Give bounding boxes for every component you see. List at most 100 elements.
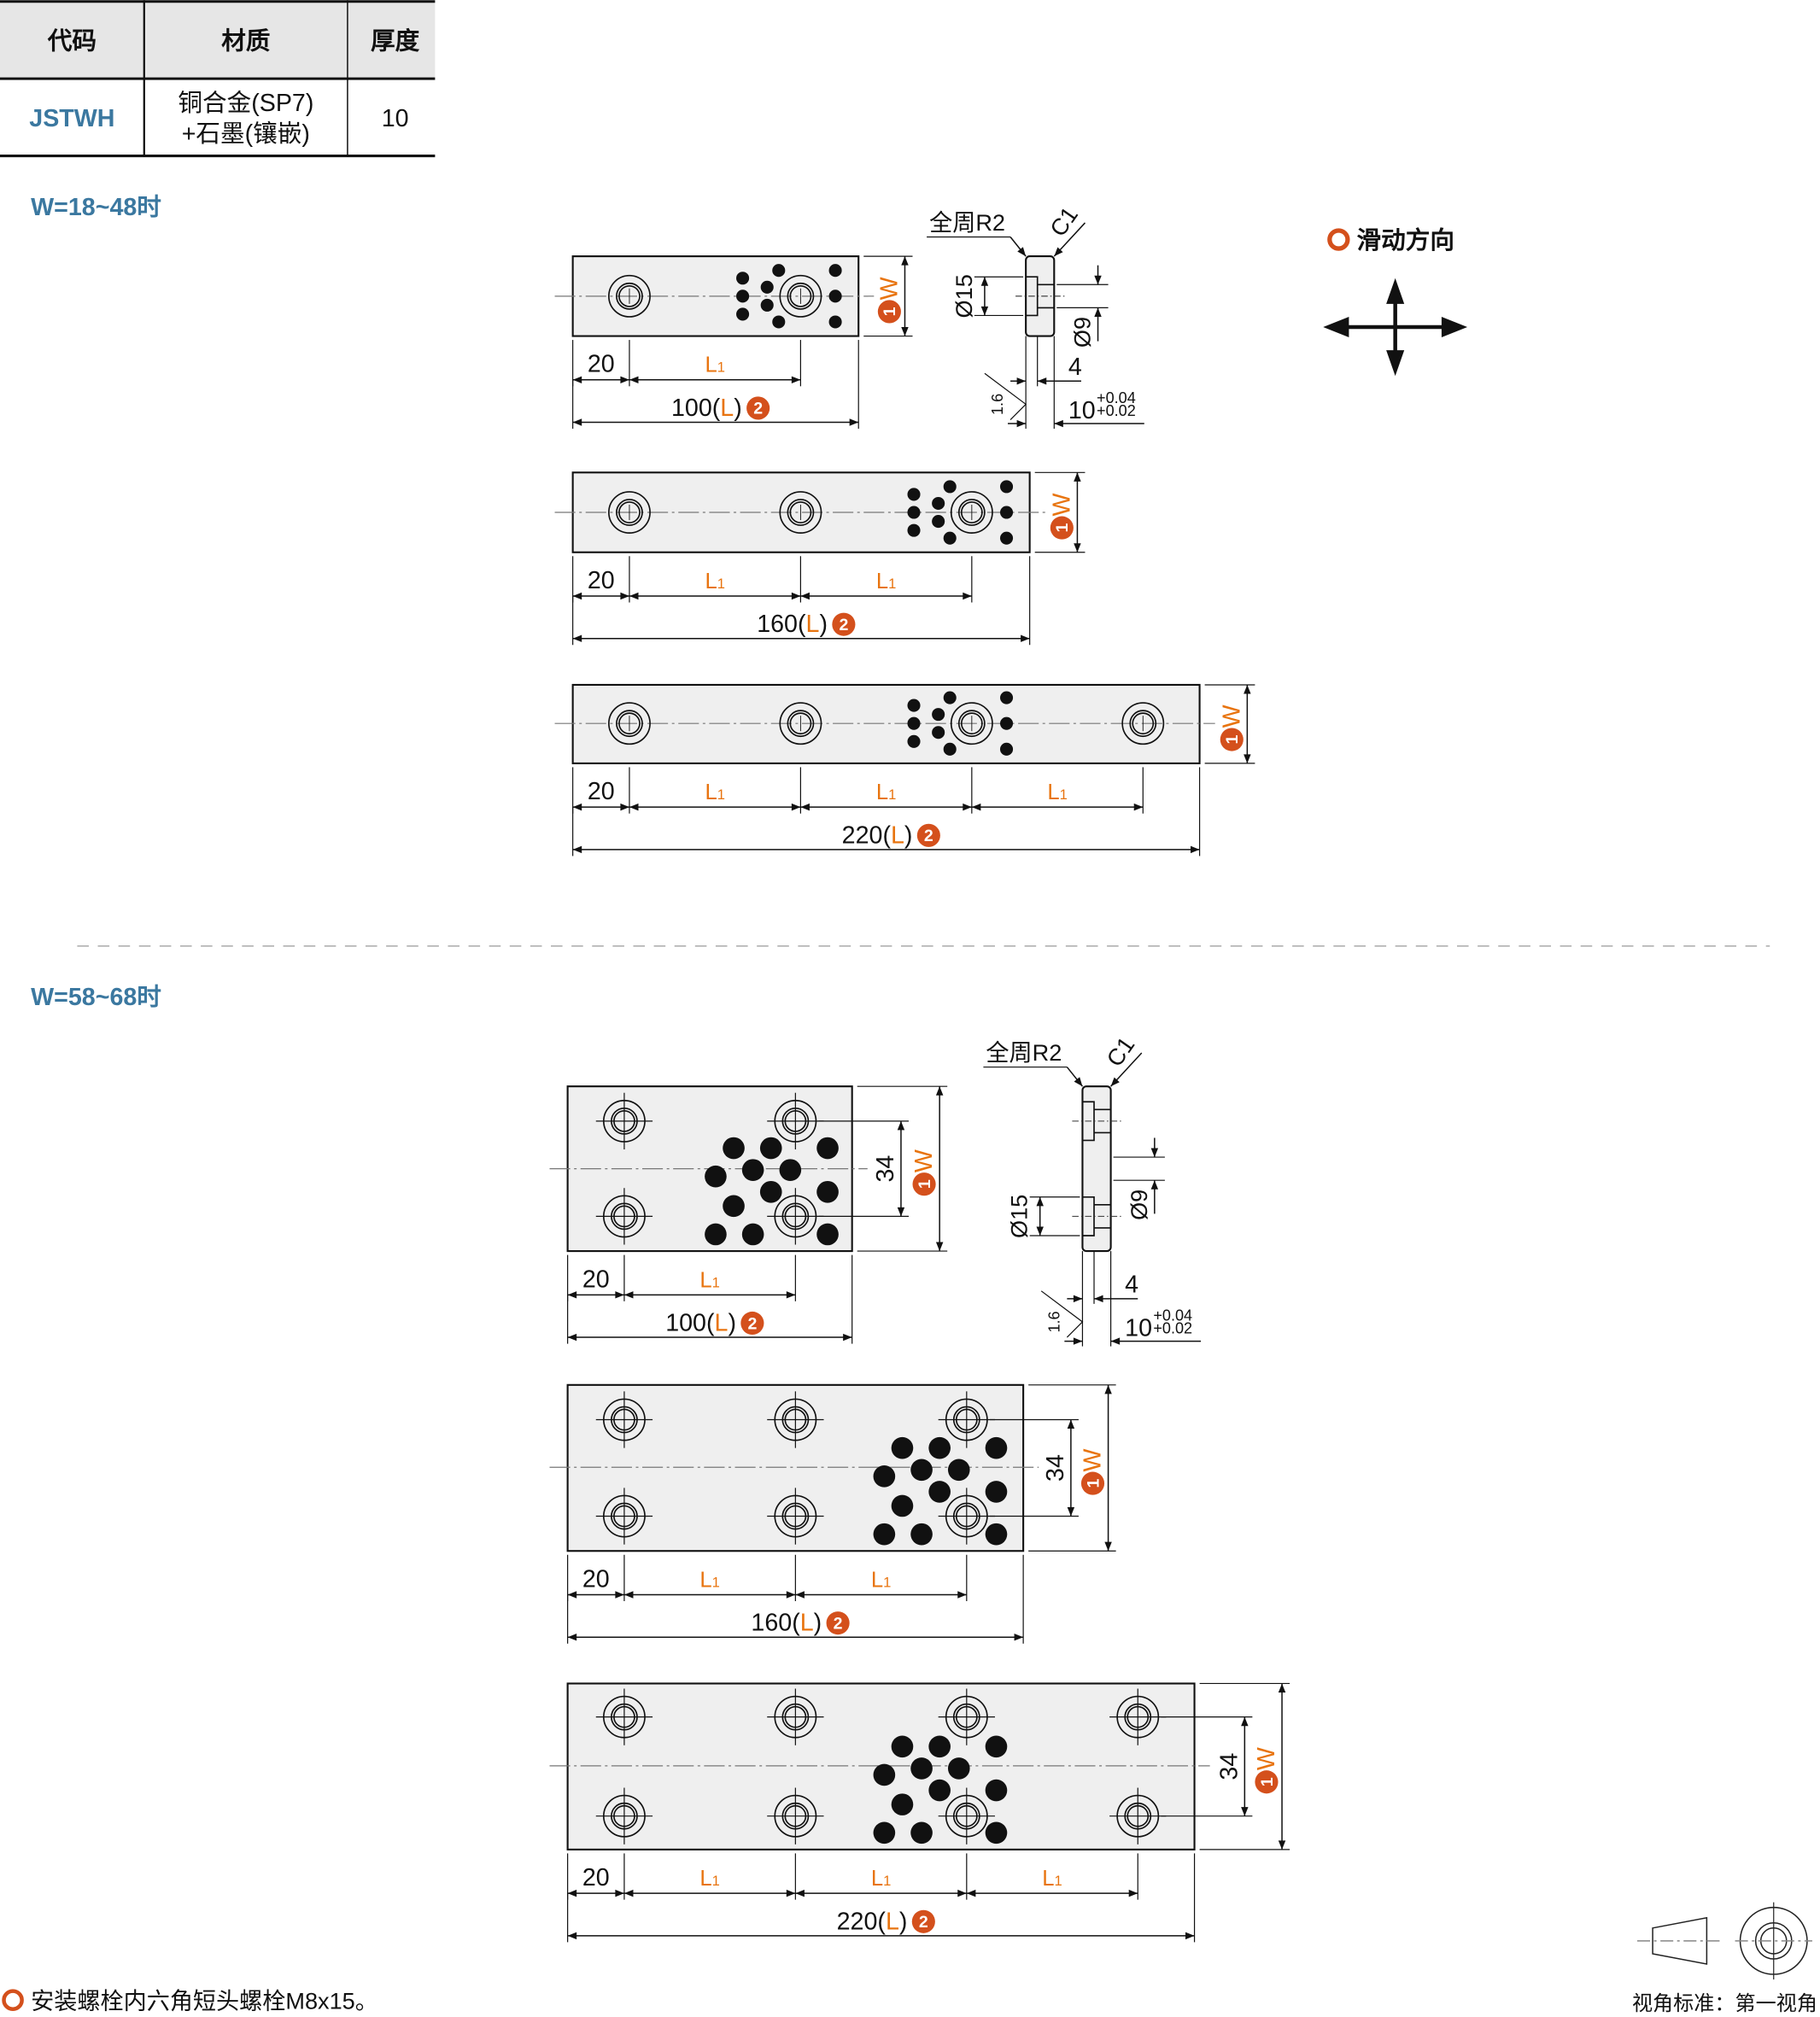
length-label-part: L	[800, 1610, 814, 1637]
hole-pitch-label: 34	[1042, 1454, 1069, 1482]
hole-dia-label: Ø9	[1068, 317, 1095, 348]
counterbore-hole	[767, 1092, 824, 1150]
surface-roughness-icon	[984, 372, 1027, 420]
graphite-plug	[999, 506, 1014, 519]
section-title-2: W=58~68时	[31, 984, 161, 1011]
counterbore-hole	[938, 1488, 995, 1545]
graphite-plug	[760, 280, 774, 294]
hole-circle	[787, 710, 815, 738]
offset-label: 20	[588, 778, 615, 805]
hole-circle	[1132, 712, 1155, 735]
badge-number: 2	[839, 616, 848, 634]
counterbore-dia-label: Ø15	[951, 274, 977, 318]
graphite-plug	[999, 742, 1014, 756]
badge-number: 2	[753, 400, 763, 418]
pitch-subscript: 1	[717, 786, 725, 803]
pitch-label: L1	[705, 780, 724, 804]
graphite-plug	[873, 1465, 896, 1488]
graphite-plug	[999, 716, 1014, 730]
offset-label: 20	[582, 1864, 610, 1891]
graphite-plug	[816, 1137, 839, 1160]
graphite-plug	[907, 506, 921, 519]
counterbore-hole	[1121, 702, 1165, 745]
length-label-part: (	[706, 1310, 715, 1337]
length-label: 160(L)	[751, 1610, 822, 1637]
hole-circle	[787, 499, 815, 526]
graphite-plug	[760, 298, 774, 312]
pitch-symbol: L	[705, 354, 717, 377]
pitch-label: L1	[876, 570, 896, 593]
length-label-part: 160	[757, 611, 798, 638]
graphite-plug	[928, 1735, 951, 1758]
graphite-plug	[932, 708, 945, 722]
graphite-plug	[910, 1757, 933, 1780]
length-label-part: 160	[751, 1610, 792, 1637]
badge-number: 2	[924, 827, 933, 845]
hole-circle	[789, 712, 812, 735]
graphite-plug	[928, 1481, 951, 1503]
counterbore-dia-label: Ø15	[1006, 1195, 1033, 1238]
badge-1: 1	[1080, 1471, 1105, 1495]
length-label-part: (	[877, 1908, 886, 1935]
offset-label: 20	[588, 567, 615, 594]
badge-circle	[911, 1909, 935, 1933]
graphite-plug	[943, 480, 957, 494]
graphite-plug	[985, 1436, 1008, 1459]
length-label-part: L	[806, 611, 820, 638]
badge-number: 2	[834, 1614, 843, 1633]
counterbore-hole	[608, 491, 651, 534]
pitch-symbol: L	[876, 570, 888, 593]
leader-line	[1066, 1067, 1084, 1087]
counterbore-hole	[595, 1787, 653, 1845]
header-code: 代码	[47, 27, 97, 55]
hole-circle	[950, 702, 993, 745]
counterbore-hole	[938, 1787, 995, 1845]
badge-circle	[832, 612, 856, 636]
width-label: W	[910, 1149, 938, 1172]
hole-circle	[616, 710, 643, 738]
pitch-subscript: 1	[883, 1574, 891, 1590]
hole-dia-label: Ø9	[1126, 1190, 1152, 1220]
badge-1: 1	[912, 1172, 936, 1196]
tolerance-lower: +0.02	[1153, 1320, 1192, 1337]
footer-note: 安装螺栓内六角短头螺栓M8x15。	[31, 1988, 378, 2014]
hole-circle	[616, 499, 643, 526]
badge-1: 1	[1050, 516, 1074, 540]
graphite-plug	[873, 1523, 896, 1546]
length-label-part: L	[886, 1908, 899, 1935]
graphite-plug	[873, 1821, 896, 1845]
table-header-bg	[0, 0, 436, 78]
graphite-plug	[932, 726, 945, 740]
graphite-plug	[985, 1735, 1008, 1758]
hole-circle	[618, 501, 641, 523]
graphite-plug	[932, 496, 945, 511]
badge-circle	[912, 1172, 936, 1196]
ring-icon	[1327, 228, 1350, 251]
pitch-label: L1	[876, 780, 896, 804]
length-label-part: L	[715, 1310, 729, 1337]
length-label-part: )	[819, 611, 828, 638]
badge-2: 2	[746, 396, 770, 420]
graphite-plug	[910, 1459, 933, 1482]
pitch-subscript: 1	[1060, 786, 1068, 803]
badge-number: 1	[1084, 1479, 1103, 1488]
thickness-label: 10	[1125, 1315, 1152, 1342]
length-label: 100(L)	[671, 395, 742, 422]
side-body	[1081, 1085, 1112, 1253]
sliding-direction-legend: 滑动方向	[1323, 226, 1468, 377]
graphite-plug	[779, 1159, 802, 1181]
graphite-plug	[736, 307, 750, 321]
badge-circle	[1050, 516, 1074, 540]
graphite-plug	[741, 1223, 764, 1246]
graphite-plug	[705, 1165, 727, 1188]
graphite-plug	[759, 1180, 782, 1203]
length-label-part: L	[720, 395, 734, 422]
counterbore-hole	[767, 1391, 824, 1448]
graphite-plug	[736, 272, 750, 285]
length-label-part: (	[882, 821, 891, 849]
width-label: W	[1048, 493, 1075, 516]
header-material: 材质	[221, 27, 270, 55]
